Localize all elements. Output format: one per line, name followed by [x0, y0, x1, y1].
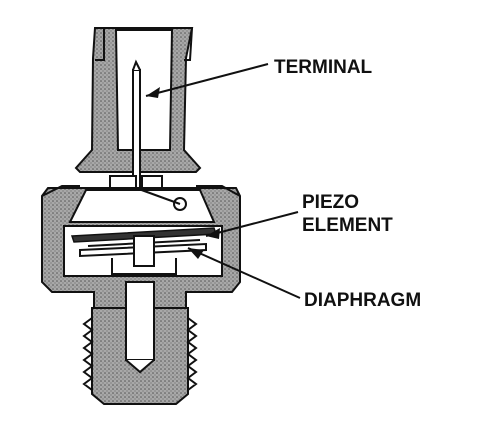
piezo-label-line1: PIEZO: [302, 192, 359, 213]
piezo-label-line2: ELEMENT: [302, 215, 393, 236]
diaphragm-leader: [187, 247, 301, 299]
diaphragm-label: DIAPHRAGM: [304, 290, 421, 311]
terminal-leader: [145, 63, 269, 98]
terminal-pin: [132, 59, 141, 191]
piezo-holder: [68, 175, 216, 223]
threaded-stud: [82, 281, 198, 405]
piezo-leader: [205, 211, 299, 239]
diaphragm: [79, 235, 207, 275]
terminal-label: TERMINAL: [274, 57, 373, 78]
